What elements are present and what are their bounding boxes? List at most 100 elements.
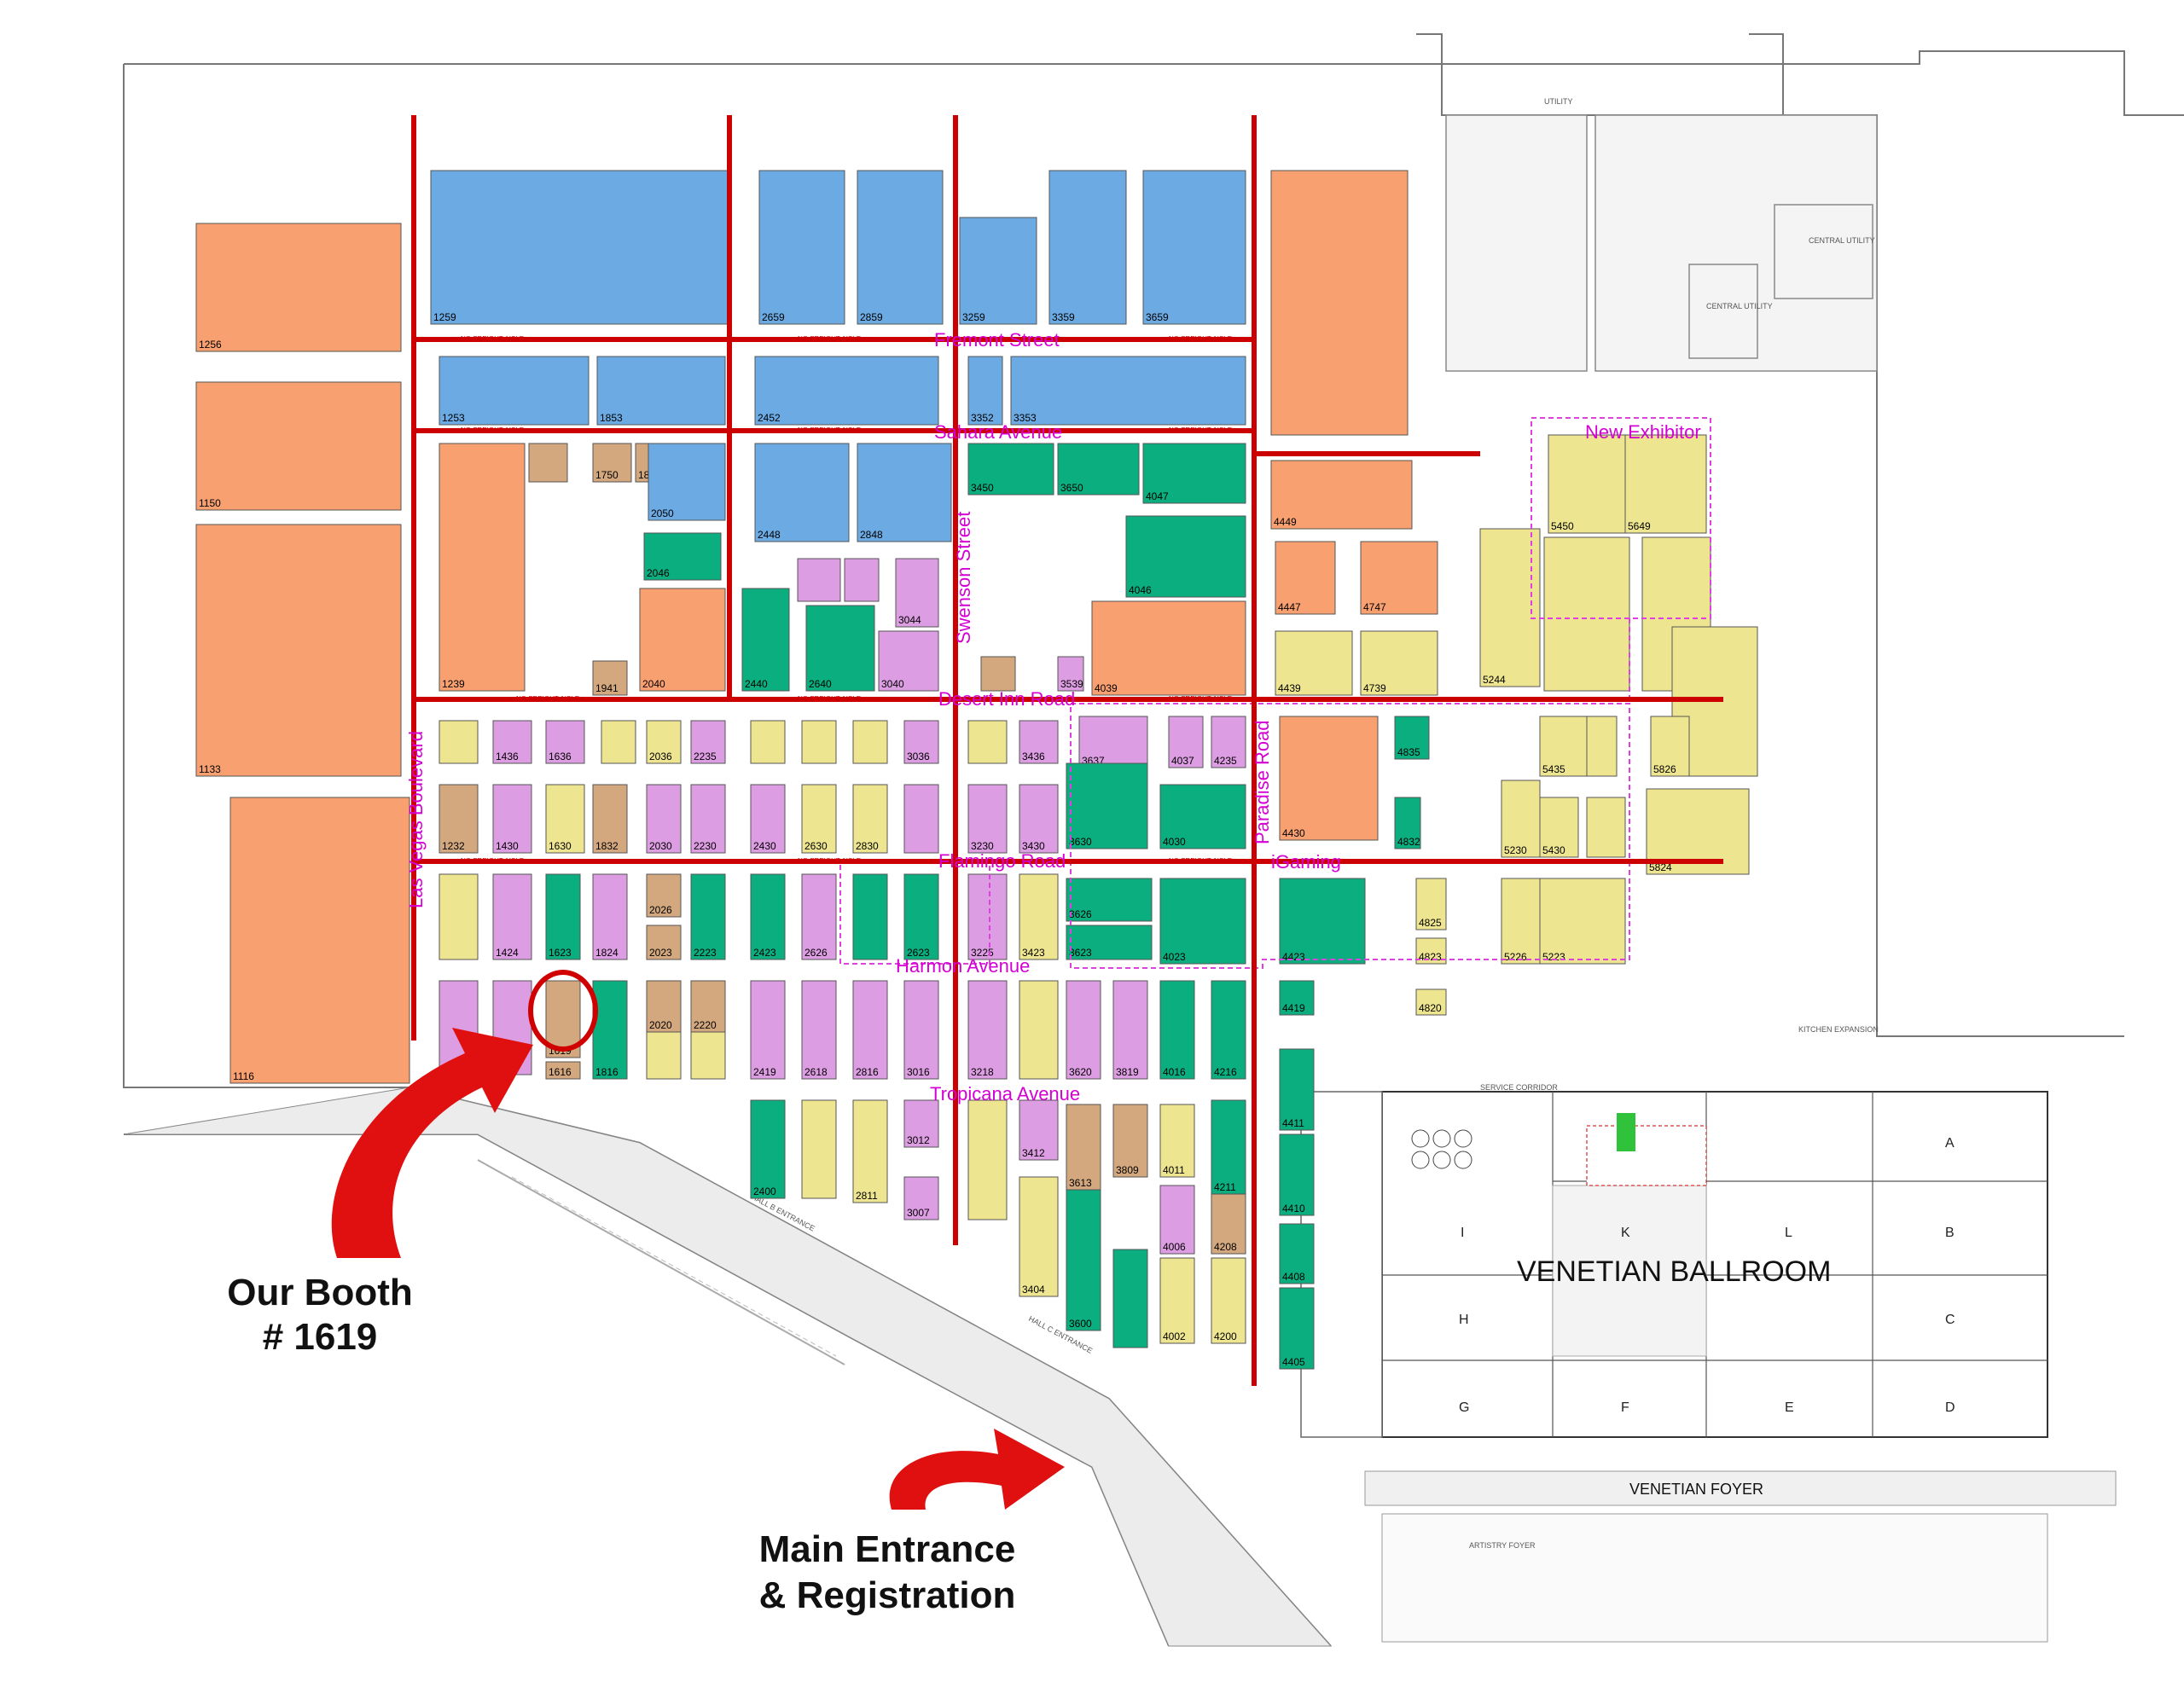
booth-4411[interactable] (1279, 1048, 1315, 1131)
booth-4747[interactable] (1360, 541, 1438, 615)
booth-2220[interactable] (690, 980, 726, 1033)
booth-3809[interactable] (1112, 1104, 1148, 1178)
booth-1424[interactable] (492, 873, 532, 960)
booth-4235[interactable] (1211, 716, 1246, 768)
booth-3007[interactable] (903, 1176, 939, 1220)
booth-3630[interactable] (1066, 762, 1148, 849)
booth-3040[interactable] (878, 630, 939, 692)
booth-2423[interactable] (750, 873, 786, 960)
booth-2830[interactable] (852, 784, 888, 854)
booth-1816[interactable] (592, 980, 628, 1080)
booth-3230[interactable] (967, 784, 1008, 854)
booth-1853[interactable] (596, 356, 726, 426)
booth-1116[interactable] (229, 797, 410, 1084)
booth-5430[interactable] (1539, 797, 1579, 858)
booth[interactable] (801, 720, 837, 764)
booth-2223[interactable] (690, 873, 726, 960)
booth[interactable] (852, 720, 888, 764)
booth[interactable] (1586, 797, 1626, 858)
booth-1150[interactable] (195, 381, 402, 511)
booth-4820[interactable] (1415, 988, 1447, 1016)
booth-4208[interactable] (1211, 1193, 1246, 1255)
booth-4739[interactable] (1360, 630, 1438, 696)
booth-2235[interactable] (690, 720, 726, 764)
booth-4216[interactable] (1211, 980, 1246, 1080)
booth-2020[interactable] (646, 980, 682, 1033)
booth[interactable] (601, 720, 636, 764)
booth[interactable] (967, 720, 1008, 764)
booth-1630[interactable] (545, 784, 585, 854)
booth[interactable] (528, 443, 568, 483)
booth-3450[interactable] (967, 443, 1054, 496)
booth-1253[interactable] (439, 356, 590, 426)
booth[interactable] (797, 558, 841, 602)
booth-2036[interactable] (646, 720, 682, 764)
booth-3225[interactable] (967, 873, 1008, 960)
booth-2046[interactable] (643, 532, 722, 581)
booth-3218[interactable] (967, 980, 1008, 1080)
booth[interactable] (852, 873, 888, 960)
booth-5450[interactable] (1548, 434, 1626, 534)
booth-4835[interactable] (1394, 716, 1430, 760)
booth[interactable] (980, 656, 1016, 692)
booth-4211[interactable] (1211, 1099, 1246, 1195)
booth[interactable] (439, 720, 479, 764)
booth-4037[interactable] (1168, 716, 1204, 768)
booth-4832[interactable] (1394, 797, 1421, 849)
booth-3600[interactable] (1066, 1189, 1101, 1331)
booth-4030[interactable] (1159, 784, 1246, 849)
booth-4825[interactable] (1415, 878, 1447, 930)
booth-3626[interactable] (1066, 878, 1153, 922)
booth-1750[interactable] (592, 443, 632, 483)
booth[interactable] (967, 1099, 1008, 1220)
booth-3036[interactable] (903, 720, 939, 764)
booth-2050[interactable] (648, 443, 726, 521)
booth-2618[interactable] (801, 980, 837, 1080)
booth-5649[interactable] (1624, 434, 1707, 534)
booth-2640[interactable] (805, 605, 875, 692)
booth-1636[interactable] (545, 720, 585, 764)
booth-2440[interactable] (741, 588, 790, 692)
booth-3430[interactable] (1019, 784, 1059, 854)
booth-3352[interactable] (967, 356, 1003, 426)
booth-1436[interactable] (492, 720, 532, 764)
booth-3404[interactable] (1019, 1176, 1059, 1297)
booth-3819[interactable] (1112, 980, 1148, 1080)
booth-1133[interactable] (195, 524, 402, 777)
booth-2023[interactable] (646, 925, 682, 960)
booth-3423[interactable] (1019, 873, 1059, 960)
booth-1616[interactable] (545, 1061, 581, 1080)
booth-3353[interactable] (1010, 356, 1246, 426)
booth-5826[interactable] (1650, 716, 1690, 777)
booth-1430[interactable] (492, 784, 532, 854)
booth-4419[interactable] (1279, 980, 1315, 1016)
booth-5230[interactable] (1501, 780, 1541, 858)
booth-2400[interactable] (750, 1099, 786, 1199)
booth-1239[interactable] (439, 443, 526, 692)
booth-4046[interactable] (1125, 515, 1246, 598)
booth-4016[interactable] (1159, 980, 1195, 1080)
booth-5226[interactable] (1501, 878, 1541, 965)
booth-2623[interactable] (903, 873, 939, 960)
booth[interactable] (690, 1031, 726, 1080)
booth-2026[interactable] (646, 873, 682, 918)
booth-2816[interactable] (852, 980, 888, 1080)
booth-3016[interactable] (903, 980, 939, 1080)
booth-3650[interactable] (1057, 443, 1140, 496)
booth[interactable] (646, 1031, 682, 1080)
booth-1824[interactable] (592, 873, 628, 960)
booth-3012[interactable] (903, 1099, 939, 1148)
booth-2430[interactable] (750, 784, 786, 854)
booth[interactable] (1019, 980, 1059, 1080)
booth-1256[interactable] (195, 223, 402, 352)
booth-2811[interactable] (852, 1099, 888, 1203)
booth-4006[interactable] (1159, 1185, 1195, 1255)
booth[interactable] (801, 1099, 837, 1199)
booth-4439[interactable] (1275, 630, 1353, 696)
booth[interactable] (844, 558, 880, 602)
booth-4002[interactable] (1159, 1257, 1195, 1344)
booth-3044[interactable] (895, 558, 939, 628)
booth-1232[interactable] (439, 784, 479, 854)
booth-3436[interactable] (1019, 720, 1059, 764)
booth-2630[interactable] (801, 784, 837, 854)
